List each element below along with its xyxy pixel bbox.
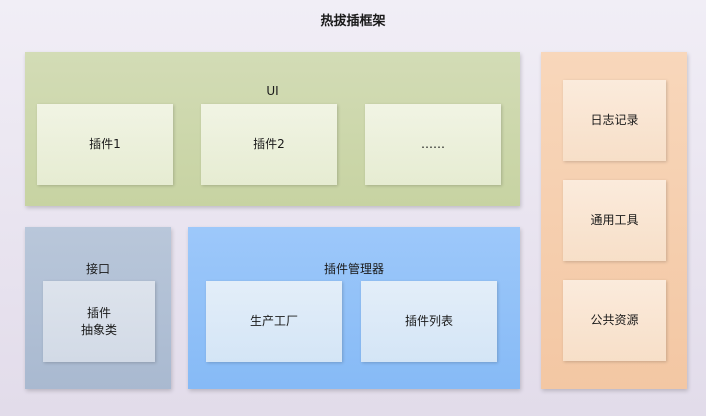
ui-plugin-box: …… <box>365 104 501 185</box>
plugin-abstract-class-label: 插件 抽象类 <box>80 305 117 337</box>
shared-resources-label: 公共资源 <box>590 313 639 327</box>
utilities-label: 通用工具 <box>590 213 639 227</box>
factory-label: 生产工厂 <box>249 314 298 328</box>
ui-plugin-box: 插件2 <box>201 104 337 185</box>
factory-box: 生产工厂 <box>206 281 342 362</box>
shared-resources-box: 公共资源 <box>563 280 666 361</box>
ui-plugin-box: 插件1 <box>37 104 173 185</box>
plugin-manager-label: 插件管理器 <box>323 262 384 276</box>
interface-layer-label: 接口 <box>85 262 110 276</box>
plugin-abstract-class-box: 插件 抽象类 <box>43 281 155 362</box>
ui-layer-label: UI <box>266 84 279 98</box>
ui-plugin-label: …… <box>421 137 445 151</box>
utilities-box: 通用工具 <box>563 180 666 261</box>
logging-label: 日志记录 <box>590 113 639 127</box>
plugin-list-box: 插件列表 <box>361 281 497 362</box>
diagram-title: 热拔插框架 <box>320 14 386 29</box>
ui-plugin-label: 插件1 <box>89 137 121 151</box>
logging-box: 日志记录 <box>563 80 666 161</box>
plugin-list-label: 插件列表 <box>404 314 453 328</box>
ui-plugin-label: 插件2 <box>253 137 285 151</box>
